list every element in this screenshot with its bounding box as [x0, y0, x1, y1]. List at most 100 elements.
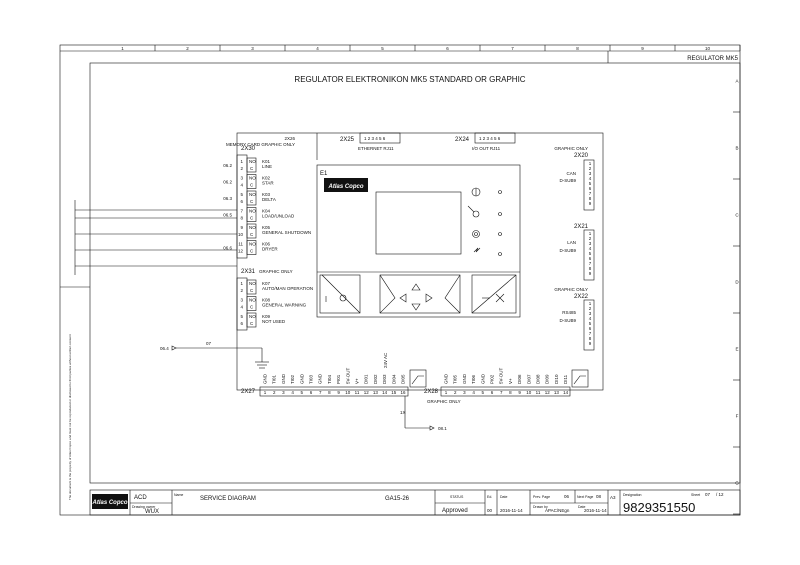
column-label: 7 [511, 46, 514, 51]
relay-common-contact: C [250, 166, 254, 171]
terminal-signal-name: TI04 [327, 374, 332, 384]
relay-pin-number: 8 [240, 216, 243, 221]
x30-label: 2X30 [241, 146, 256, 152]
terminal-pin-number: 2 [273, 390, 276, 395]
terminal-signal-name: DI10 [554, 374, 559, 384]
terminal-signal-name: GND [318, 373, 323, 384]
row-label: C [735, 213, 739, 218]
terminal-signal-name: GND [480, 373, 485, 384]
relay-pin-number: 11 [238, 242, 243, 247]
x31-note: GRAPHIC ONLY [259, 269, 293, 274]
relay-id: K07 [262, 281, 271, 286]
dsub-pin: 1 [589, 301, 592, 306]
relay-pin-number: 1 [240, 159, 243, 164]
terminal-pin-number: 7 [319, 390, 322, 395]
relay-common-contact: C [250, 183, 254, 188]
relay-common-contact: C [250, 321, 254, 326]
terminal-signal-name: DI06 [517, 374, 522, 384]
bottom-wire-label: 1X [400, 410, 406, 415]
display-panel [316, 164, 521, 318]
terminal-pin-number: 8 [509, 390, 512, 395]
x25-pins: 1 2 3 4 5 6 [364, 136, 386, 141]
relay-common-contact: C [250, 249, 254, 254]
name-label: Name [174, 493, 183, 497]
bottom-ref: 08.1 [438, 426, 447, 431]
title-block: Atlas Copco ACD Drawing owner WUX Name S… [89, 489, 741, 516]
x22-label: 2X22 [574, 294, 589, 300]
x21-label: 2X21 [574, 224, 589, 230]
column-label: 8 [576, 46, 579, 51]
terminal-pin-number: 2 [454, 390, 457, 395]
relay-no-contact: NO [249, 298, 256, 303]
ed-value: 00 [487, 508, 493, 513]
relay-pin-number: 6 [240, 199, 243, 204]
x27-terminal-strip [259, 386, 409, 397]
relay-pin-number: 4 [240, 305, 243, 310]
x24-label: 2X24 [455, 137, 470, 143]
terminal-signal-name: DI01 [364, 374, 369, 384]
relay-no-contact: NO [249, 281, 256, 286]
relay-common-contact: C [250, 216, 254, 221]
outer-frame [59, 44, 741, 516]
row-label: E [735, 347, 738, 352]
row-label: A [735, 79, 738, 84]
terminal-pin-number: 9 [518, 390, 521, 395]
format-value: A3 [610, 495, 616, 500]
status-value: Approved [442, 508, 468, 514]
terminal-pin-number: 14 [382, 390, 388, 395]
x22-note: GRAPHIC ONLY [554, 287, 588, 292]
terminal-signal-name: TI06 [471, 374, 476, 384]
relay-description: AUTO/MAN OPERATION [262, 286, 313, 291]
terminal-signal-name: GND [299, 373, 304, 384]
relay-no-contact: NO [249, 192, 256, 197]
drawn-by-label: Drawn by [533, 505, 548, 509]
drawing-name: SERVICE DIAGRAM [200, 496, 256, 502]
terminal-pin-number: 13 [373, 390, 379, 395]
terminal-signal-name: DI02 [373, 374, 378, 384]
left-ref: 06.4 [160, 346, 169, 351]
drawing-area [89, 62, 741, 484]
arrow-left-icon [399, 293, 407, 303]
auto-icon [472, 230, 480, 238]
dsub-pin: 7 [589, 191, 592, 196]
dsub-pin: 5 [589, 181, 592, 186]
x21-desc2: D-SUB9 [559, 248, 576, 253]
left-wire-label: 07 [206, 341, 212, 346]
dsub-pin: 4 [589, 316, 592, 321]
dsub-pin: 8 [589, 266, 592, 271]
dsub-pin: 7 [589, 331, 592, 336]
relay-description: NOT USED [262, 319, 286, 324]
x25-desc: ETHERNET RJ11 [358, 146, 394, 151]
dsub-pin: 4 [589, 246, 592, 251]
terminal-signal-name: DI03 [382, 374, 387, 384]
terminal-signal-name: V+ [508, 378, 513, 384]
drawing-owner-label: Drawing owner [132, 505, 156, 509]
x26-label: 2X26 [284, 136, 295, 141]
terminal-signal-name: DI07 [526, 374, 531, 384]
relay-cross-ref: 06.2 [223, 180, 232, 185]
header-right: REGULATOR MK5 [687, 56, 738, 62]
controller-logo: Atlas Copco [327, 184, 363, 190]
dsub-pin: 5 [589, 251, 592, 256]
relay-description: DRYER [262, 247, 278, 252]
designation-value: 9829351550 [623, 500, 695, 515]
sheet-label: Sheet [691, 493, 700, 497]
terminal-pin-number: 13 [554, 390, 560, 395]
status-label: STATUS [450, 495, 464, 499]
prev-page-value: 06 [564, 494, 570, 499]
x20-label: 2X20 [574, 153, 589, 159]
dsub-pin: 2 [589, 166, 592, 171]
terminal-pin-number: 8 [328, 390, 331, 395]
column-label: 6 [446, 46, 449, 51]
sheet-title: REGULATOR ELEKTRONIKON MK5 STANDARD OR G… [294, 75, 525, 84]
terminal-signal-name: DI05 [401, 374, 406, 384]
relay-id: K01 [262, 159, 271, 164]
relay-description: GENERAL SHUTDOWN [262, 230, 311, 235]
terminal-pin-number: 6 [491, 390, 494, 395]
date2-value: 2016-11-14 [584, 508, 607, 513]
dsub-pin: 3 [589, 311, 592, 316]
relay-pin-number: 3 [240, 298, 243, 303]
relay-id: K08 [262, 298, 271, 303]
drawn-by-value: APAC/NEgn [545, 508, 570, 513]
